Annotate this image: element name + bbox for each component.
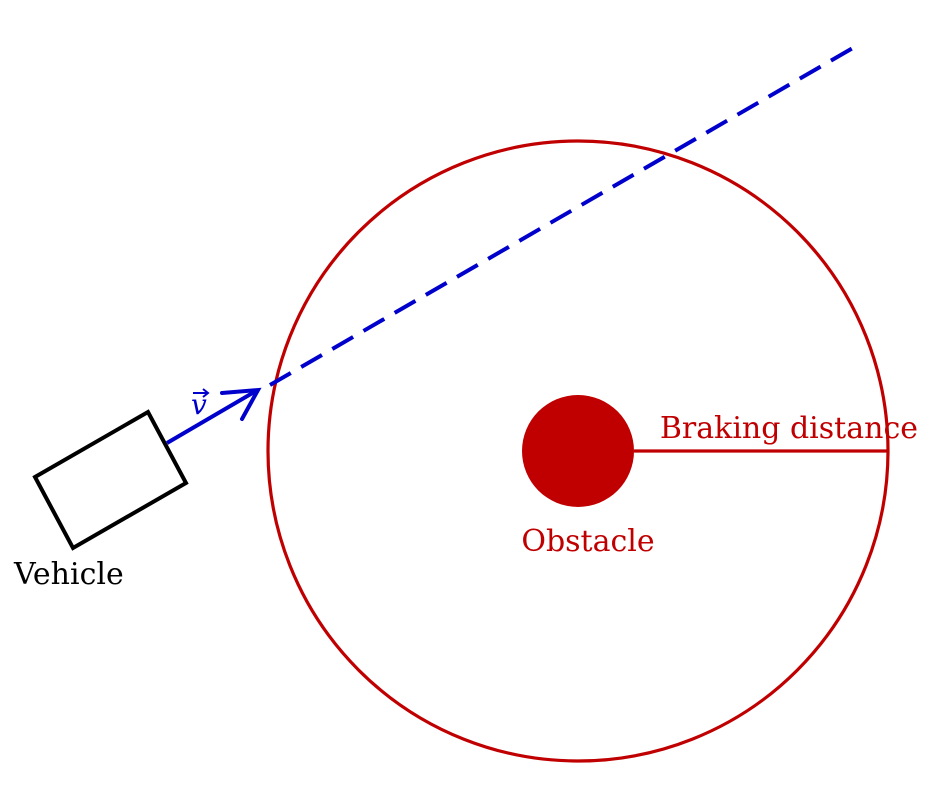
braking-distance-label: Braking distance: [660, 411, 918, 446]
velocity-vector-mark-head: [202, 388, 210, 398]
vehicle-box: [32, 409, 189, 551]
obstacle-disk: [522, 395, 634, 507]
vehicle-label: Vehicle: [13, 557, 124, 592]
velocity-symbol: v: [191, 388, 210, 421]
velocity-arrow-head: [220, 387, 262, 421]
velocity-arrow-shaft: [165, 389, 258, 445]
obstacle-label: Obstacle: [521, 524, 654, 559]
trajectory-dashed-line: [268, 43, 860, 387]
